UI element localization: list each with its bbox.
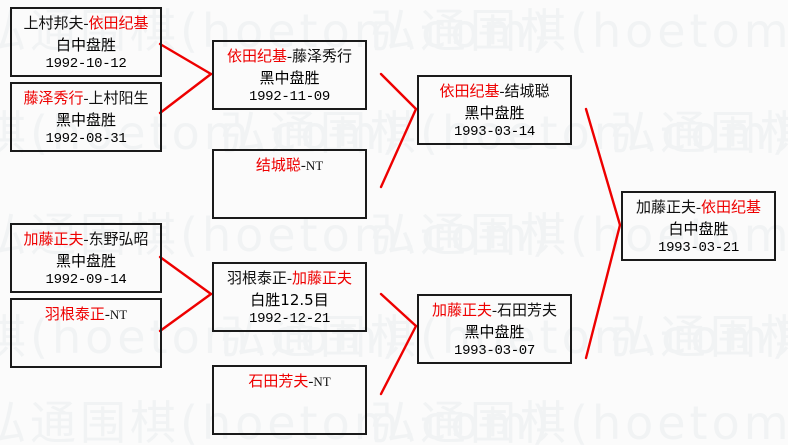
match-box-bye-yuki[interactable]: 结城聪-NT: [212, 149, 367, 219]
player-name-right: 东野弘昭: [88, 230, 149, 248]
player-separator: -: [287, 271, 292, 287]
match-result: 黑中盘胜: [55, 251, 116, 270]
connector-r2m1-to-r3m1: [379, 72, 418, 111]
player-separator: -: [83, 91, 89, 107]
match-date: 1993-03-07: [453, 343, 535, 360]
watermark-text: 弘通围棋(hoetom.com): [610, 310, 788, 364]
player-name-left: 加藤正夫: [431, 301, 492, 319]
watermark-text: 弘通围棋(hoetom.com): [370, 4, 788, 58]
player-name-right: 结城聪: [504, 82, 550, 100]
player-name-right: 藤泽秀行: [292, 47, 353, 65]
match-box-r3-m2[interactable]: 加藤正夫-石田芳夫 黑中盘胜 1993-03-07: [417, 294, 572, 364]
match-box-r1-m2[interactable]: 藤泽秀行-上村阳生 黑中盘胜 1992-08-31: [10, 82, 162, 152]
match-players: 上村邦夫-依田纪基: [12, 13, 160, 35]
player-separator: -: [83, 232, 89, 248]
player-name-left: 上村邦夫: [23, 14, 84, 32]
match-box-r1-m1[interactable]: 上村邦夫-依田纪基 白中盘胜 1992-10-12: [10, 7, 162, 77]
match-players: 加藤正夫-依田纪基: [623, 197, 774, 219]
match-players: 羽根泰正-加藤正夫: [214, 268, 365, 290]
match-result: 黑中盘胜: [259, 68, 320, 87]
player-name-left: 依田纪基: [439, 82, 500, 100]
match-result: 白中盘胜: [668, 219, 729, 238]
match-result: 黑中盘胜: [55, 110, 116, 129]
match-players: 羽根泰正-NT: [12, 304, 160, 326]
player-name-right: NT: [305, 158, 324, 173]
match-players: 结城聪-NT: [214, 155, 365, 177]
match-players: 石田芳夫-NT: [214, 371, 365, 393]
connector-r3m2-to-final: [584, 223, 622, 360]
connector-r2m2-to-r3m2: [379, 292, 418, 328]
match-box-r2-m1[interactable]: 依田纪基-藤泽秀行 黑中盘胜 1992-11-09: [212, 40, 367, 110]
player-name-left: 藤泽秀行: [23, 89, 84, 107]
match-box-r3-m1[interactable]: 依田纪基-结城聪 黑中盘胜 1993-03-14: [417, 75, 572, 145]
match-result: 黑中盘胜: [464, 322, 525, 341]
player-separator: -: [287, 49, 292, 65]
connector-bye-ishida-to-r3m2: [379, 324, 418, 396]
player-separator: -: [104, 307, 110, 323]
player-name-left: 羽根泰正: [226, 269, 287, 287]
match-date: 1992-09-14: [45, 272, 127, 289]
match-box-r2-m2[interactable]: 羽根泰正-加藤正夫 白胜12.5目 1992-12-21: [212, 262, 367, 332]
match-result: 白中盘胜: [55, 35, 116, 54]
match-date: 1992-11-09: [248, 89, 330, 106]
match-box-bye-hane[interactable]: 羽根泰正-NT: [10, 298, 162, 368]
match-players: 藤泽秀行-上村阳生: [12, 88, 160, 110]
player-name-right: 依田纪基: [88, 14, 149, 32]
player-name-left: 加藤正夫: [23, 230, 84, 248]
player-separator: -: [492, 303, 497, 319]
player-separator: -: [300, 158, 306, 174]
match-players: 依田纪基-结城聪: [419, 81, 570, 103]
player-name-left: 依田纪基: [226, 47, 287, 65]
player-separator: -: [308, 374, 314, 390]
player-name-right: 加藤正夫: [292, 269, 353, 287]
connector-r1m1-to-r2m1: [158, 42, 213, 76]
player-separator: -: [696, 200, 701, 216]
match-date: 1992-12-21: [248, 311, 330, 328]
player-name-right: NT: [109, 307, 128, 322]
match-box-bye-ishida[interactable]: 石田芳夫-NT: [212, 365, 367, 435]
match-result: 白胜12.5目: [250, 290, 329, 309]
player-name-left: 羽根泰正: [44, 305, 105, 323]
match-date: 1992-08-31: [45, 131, 127, 148]
connector-r1m2-to-r2m1: [158, 72, 213, 115]
match-box-final[interactable]: 加藤正夫-依田纪基 白中盘胜 1993-03-21: [621, 191, 776, 261]
match-players: 加藤正夫-石田芳夫: [419, 300, 570, 322]
player-name-right: 上村阳生: [88, 89, 149, 107]
match-date: 1993-03-21: [657, 240, 739, 257]
watermark-text: 弘通围棋(hoetom.com): [370, 396, 788, 445]
player-name-right: 依田纪基: [701, 198, 762, 216]
match-result: 黑中盘胜: [464, 103, 525, 122]
match-players: 依田纪基-藤泽秀行: [214, 46, 365, 68]
player-name-right: 石田芳夫: [497, 301, 558, 319]
player-name-right: NT: [313, 374, 331, 389]
match-date: 1992-10-12: [45, 56, 127, 73]
connector-r3m1-to-final: [584, 107, 622, 227]
match-box-r1-m3[interactable]: 加藤正夫-东野弘昭 黑中盘胜 1992-09-14: [10, 223, 162, 293]
watermark-text: 弘通围棋(hoetom.com): [610, 106, 788, 160]
match-players: 加藤正夫-东野弘昭: [12, 229, 160, 251]
player-name-left: 加藤正夫: [635, 198, 696, 216]
connector-r1m3-to-r2m2: [158, 255, 213, 296]
player-name-left: 结城聪: [255, 156, 301, 174]
player-name-left: 石田芳夫: [248, 372, 309, 390]
connector-bye-hane-to-r2m2: [158, 292, 213, 333]
player-separator: -: [499, 84, 505, 100]
player-separator: -: [83, 16, 89, 32]
connector-bye-yuki-to-r3m1: [379, 107, 418, 189]
match-date: 1993-03-14: [453, 124, 535, 141]
